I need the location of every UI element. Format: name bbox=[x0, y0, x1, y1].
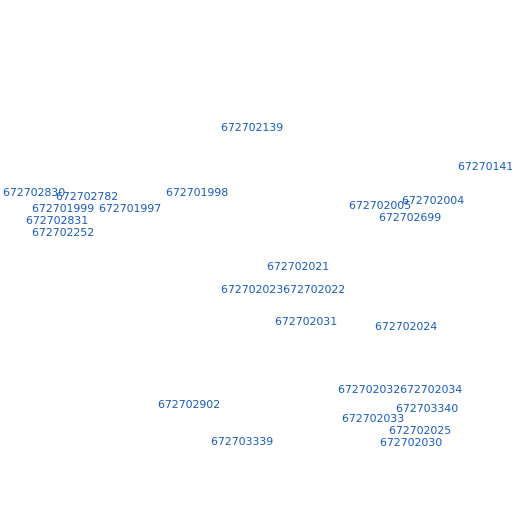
map-label: 672702782 bbox=[56, 190, 119, 203]
map-label: 672702024 bbox=[375, 320, 438, 333]
map-label: 672702699 bbox=[379, 211, 442, 224]
map-label: 672702831 bbox=[26, 214, 89, 227]
map-label: 672701412 bbox=[458, 160, 512, 173]
map-label: 672702033 bbox=[342, 412, 405, 425]
map-label: 672702004 bbox=[402, 194, 465, 207]
map-label: 672703339 bbox=[211, 435, 274, 448]
map-label: 672702005 bbox=[349, 199, 412, 212]
map-label: 672703340 bbox=[396, 402, 459, 415]
map-label: 672702021 bbox=[267, 260, 330, 273]
map-label: 672702139 bbox=[221, 121, 284, 134]
map-label: 672702032672702034 bbox=[338, 383, 463, 396]
map-label: 672702830 bbox=[3, 186, 66, 199]
map-label: 672701997 bbox=[99, 202, 162, 215]
map-label: 672702030 bbox=[380, 436, 443, 449]
map-label: 672702902 bbox=[158, 398, 221, 411]
map-label: 672701998 bbox=[166, 186, 229, 199]
map-label: 672701999 bbox=[32, 202, 95, 215]
map-label: 672702252 bbox=[32, 226, 95, 239]
map-label: 672702031 bbox=[275, 315, 338, 328]
map-label: 672702025 bbox=[389, 424, 452, 437]
map-label: 672702023672702022 bbox=[221, 283, 346, 296]
